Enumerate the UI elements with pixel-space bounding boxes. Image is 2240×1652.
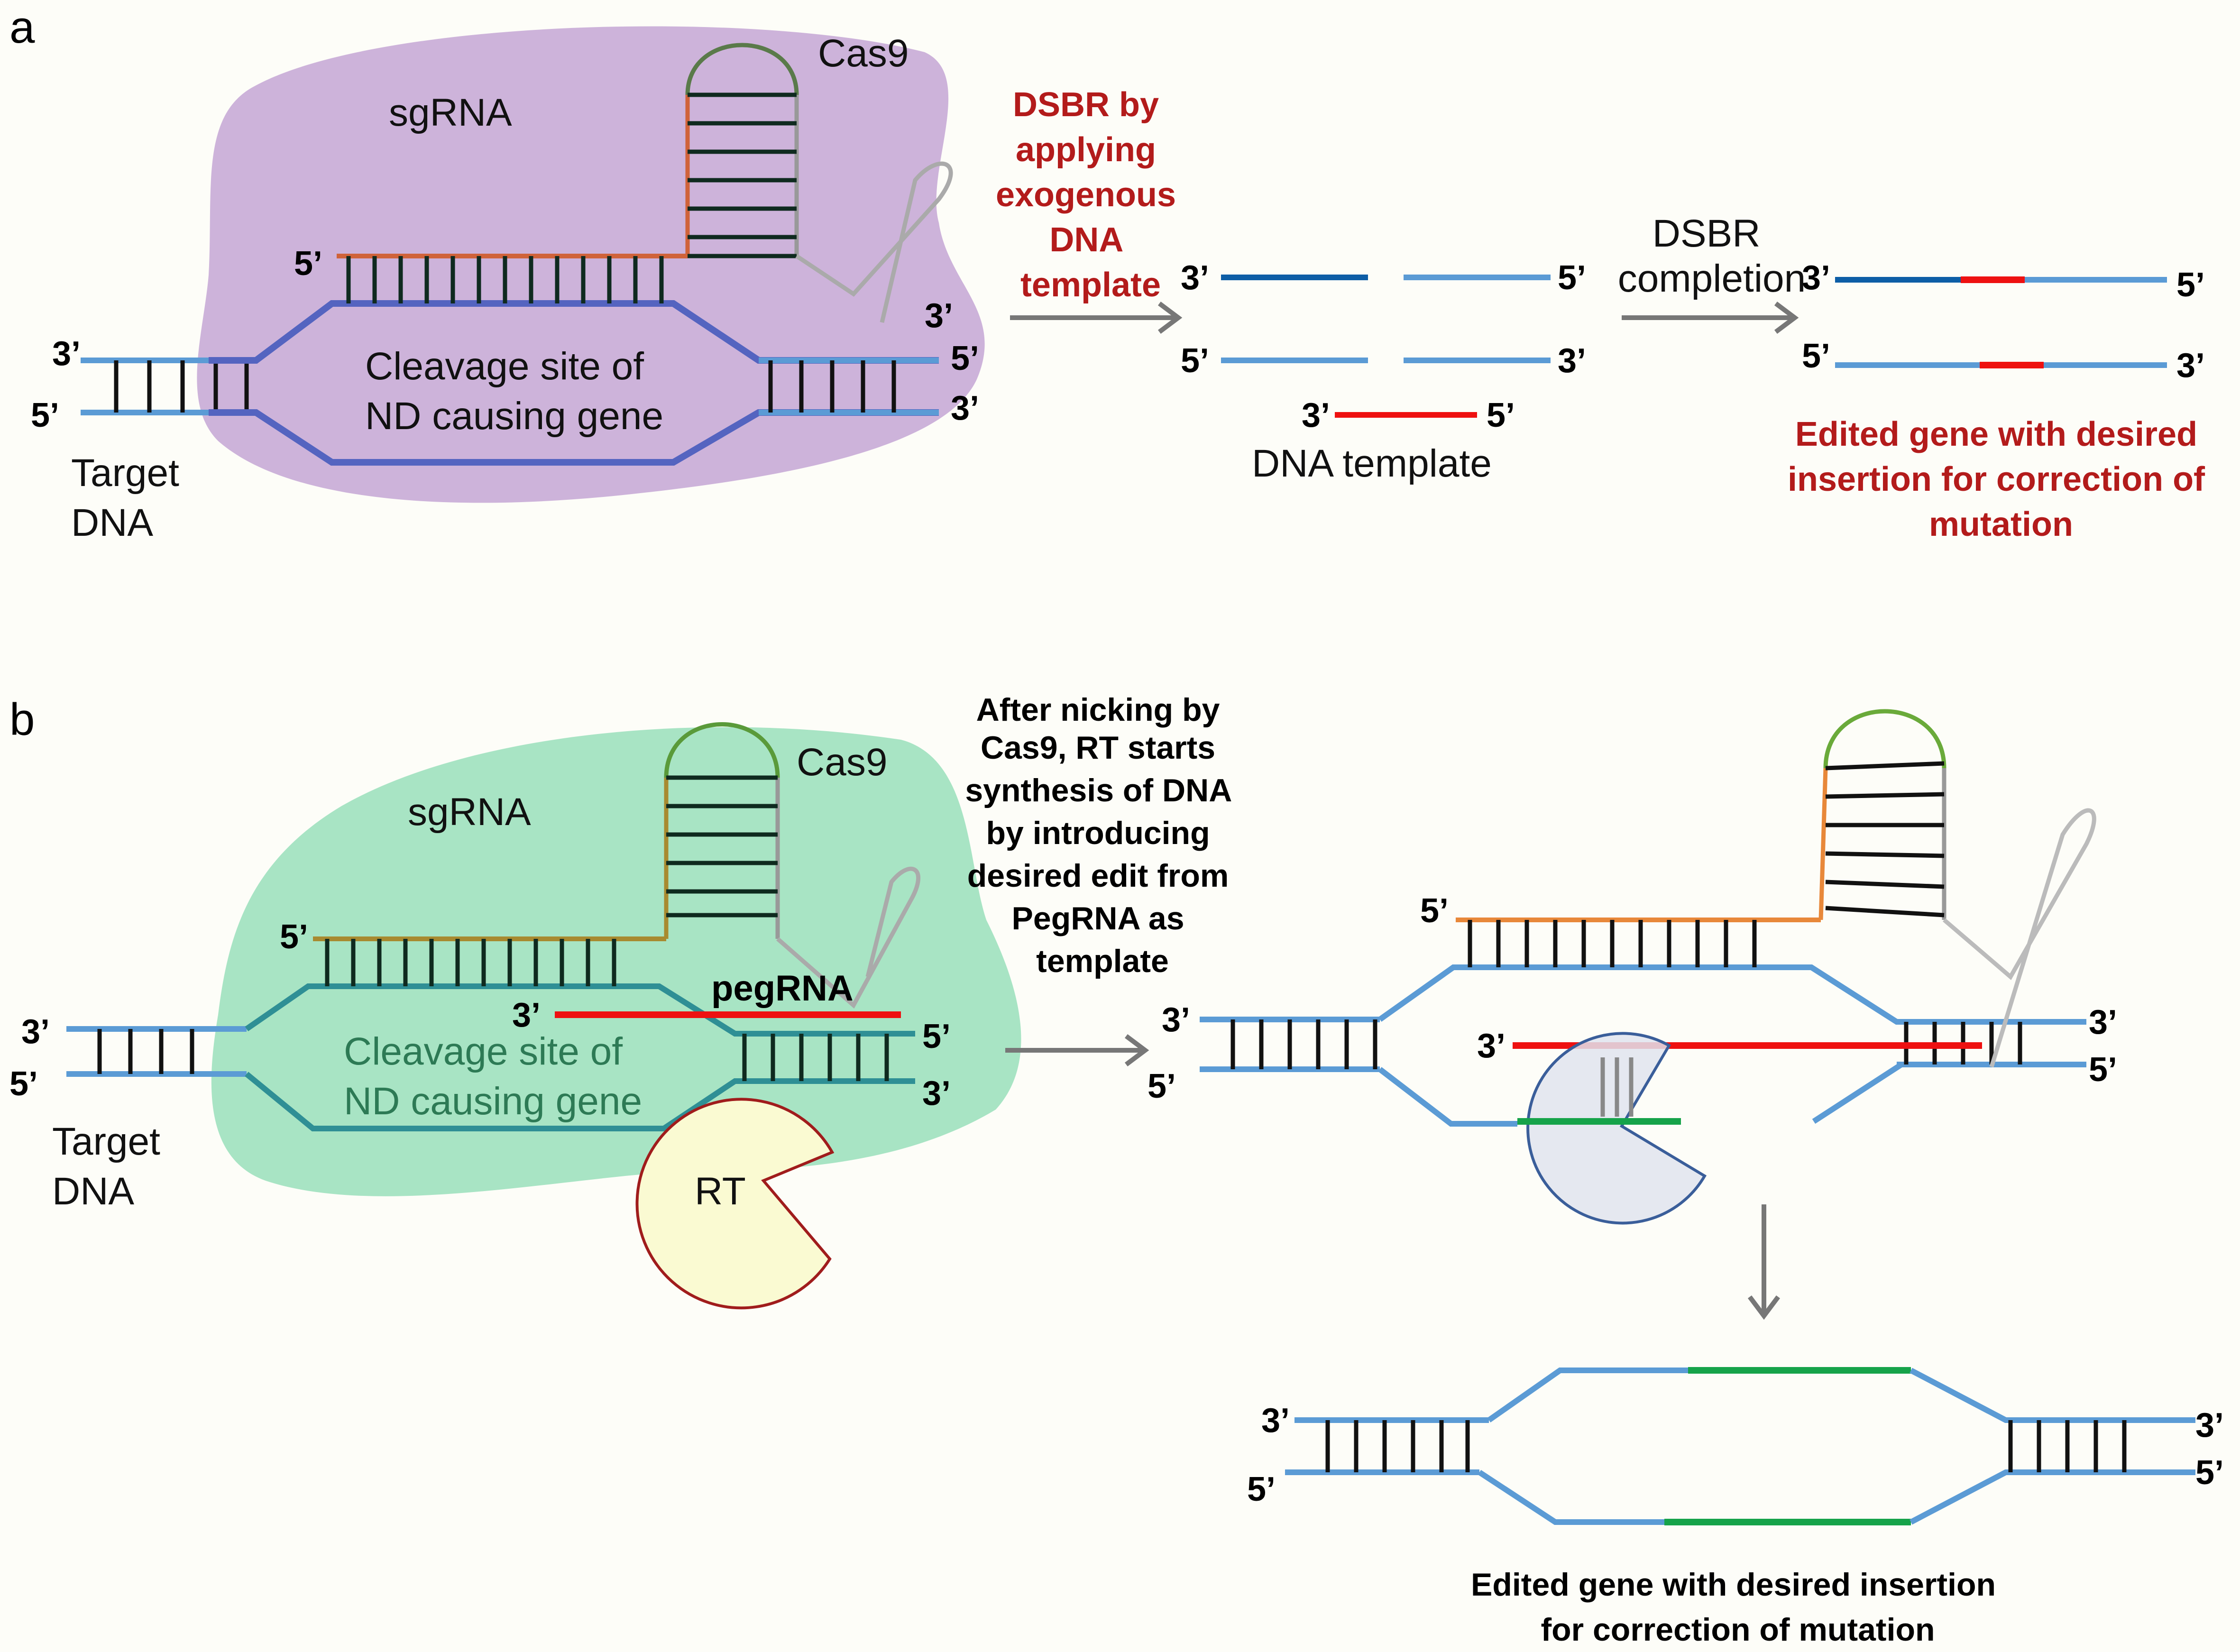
result-caption-b: Edited gene with desired insertion for c… [1471, 1567, 2005, 1648]
result-caption-a: Edited gene with desired insertion for c… [1788, 415, 2214, 543]
end-label: 5’ [2176, 266, 2205, 304]
intermediate-structure-b [1200, 709, 2096, 1225]
repaired-dna-a [1835, 276, 2167, 368]
broken-dna-a [1221, 275, 1551, 418]
panel-a-label: a [9, 2, 35, 53]
panel-b-label: b [9, 694, 35, 745]
arrow-b1 [1005, 1034, 1149, 1066]
end-label: 5’ [2195, 1454, 2224, 1492]
arrow-a2 [1622, 302, 1799, 334]
arrow-b-caption-line: PegRNA as [1012, 900, 1184, 936]
arrow-b-caption-line: template [1036, 943, 1169, 979]
cleavage-label-a-1: Cleavage site of [365, 345, 644, 388]
target-dna-b [66, 983, 915, 1131]
reverse-transcriptase-shape [635, 1098, 835, 1310]
arrow1-caption-line: template [1020, 266, 1161, 304]
sgrna-a [337, 43, 953, 323]
result-caption-line: Edited gene with desired insertion [1471, 1567, 1996, 1603]
end-label: 3’ [21, 1013, 50, 1051]
cleavage-label-b-2: ND causing gene [344, 1080, 642, 1123]
end-label: 3’ [2089, 1003, 2117, 1041]
result-caption-line: insertion for correction of [1788, 460, 2205, 498]
result-caption-line: for correction of mutation [1541, 1612, 1935, 1648]
cas9-label-a: Cas9 [818, 32, 909, 75]
end-label: 3’ [2176, 347, 2205, 385]
edited-gene-b [1285, 1367, 2195, 1525]
end-label: 5’ [31, 396, 59, 434]
sgrna-label-b: sgRNA [408, 790, 531, 834]
rt-label-b: RT [695, 1170, 746, 1213]
arrow-b-caption-line: Cas9, RT starts [981, 730, 1215, 766]
end-label: 3’ [2195, 1406, 2224, 1444]
arrow1-caption-line: DNA [1049, 221, 1123, 259]
cleavage-label-b-1: Cleavage site of [344, 1030, 623, 1073]
end-label: 5’ [951, 340, 979, 377]
end-label: 5’ [1181, 342, 1209, 380]
end-label: 3’ [1162, 1001, 1190, 1039]
arrow-a1 [1010, 302, 1183, 334]
arrow2-caption: DSBR completion [1618, 212, 1806, 300]
end-label: 5’ [1558, 259, 1586, 297]
target-label-a-1: Target [71, 451, 179, 495]
end-label: 3’ [1477, 1027, 1506, 1065]
target-label-b-2: DNA [52, 1170, 134, 1213]
end-label: 5’ [2089, 1051, 2117, 1089]
arrow1-caption-line: applying [1016, 131, 1156, 169]
arrow1-caption-line: DSBR by [1013, 86, 1159, 124]
arrow2-caption-line: DSBR [1652, 212, 1761, 255]
cas9-label-b: Cas9 [797, 741, 887, 784]
end-label: 5’ [922, 1018, 951, 1055]
target-label-b-1: Target [52, 1120, 160, 1163]
end-label: 3’ [1802, 259, 1830, 297]
end-label: 5’ [1247, 1470, 1276, 1508]
end-label: 5’ [280, 918, 308, 956]
cleavage-label-a-2: ND causing gene [365, 395, 663, 438]
end-label: 3’ [512, 996, 541, 1034]
arrow-b-caption-line: After nicking by [976, 692, 1220, 728]
end-label: 3’ [1302, 396, 1330, 434]
arrow-b-caption-line: desired edit from [967, 858, 1229, 894]
dna-template-label: DNA template [1252, 442, 1492, 485]
sgrna-b [313, 722, 921, 1018]
result-caption-line: mutation [1929, 505, 2073, 543]
result-caption-line: Edited gene with desired [1795, 415, 2197, 453]
end-label: 3’ [1181, 259, 1209, 297]
arrow1-caption-line: exogenous [996, 176, 1176, 214]
end-label: 3’ [951, 389, 979, 427]
sgrna-label-a: sgRNA [389, 91, 512, 134]
arrow-b-caption-line: by introducing [986, 815, 1210, 851]
arrow-b-caption: After nicking by Cas9, RT starts synthes… [965, 692, 1239, 979]
end-label: 3’ [922, 1074, 951, 1112]
target-label-a-2: DNA [71, 501, 153, 544]
arrow2-caption-line: completion [1618, 257, 1806, 300]
target-dna-a [81, 300, 939, 466]
cas9-complex-blob-a [197, 26, 985, 503]
end-label: 5’ [294, 245, 322, 283]
end-label: 3’ [925, 297, 953, 335]
arrow-b-caption-line: synthesis of DNA [965, 772, 1231, 808]
end-label: 5’ [1802, 337, 1830, 375]
end-label: 5’ [9, 1065, 38, 1103]
end-label: 3’ [1558, 342, 1586, 380]
end-label: 5’ [1148, 1067, 1176, 1105]
arrow1-caption: DSBR by applying exogenous DNA template [996, 86, 1185, 304]
end-label: 5’ [1420, 892, 1449, 930]
pegrna-label-b: pegRNA [711, 968, 854, 1009]
end-label: 3’ [52, 335, 81, 373]
arrow-b2 [1748, 1204, 1780, 1320]
end-label: 5’ [1487, 396, 1515, 434]
end-label: 3’ [1261, 1402, 1290, 1440]
